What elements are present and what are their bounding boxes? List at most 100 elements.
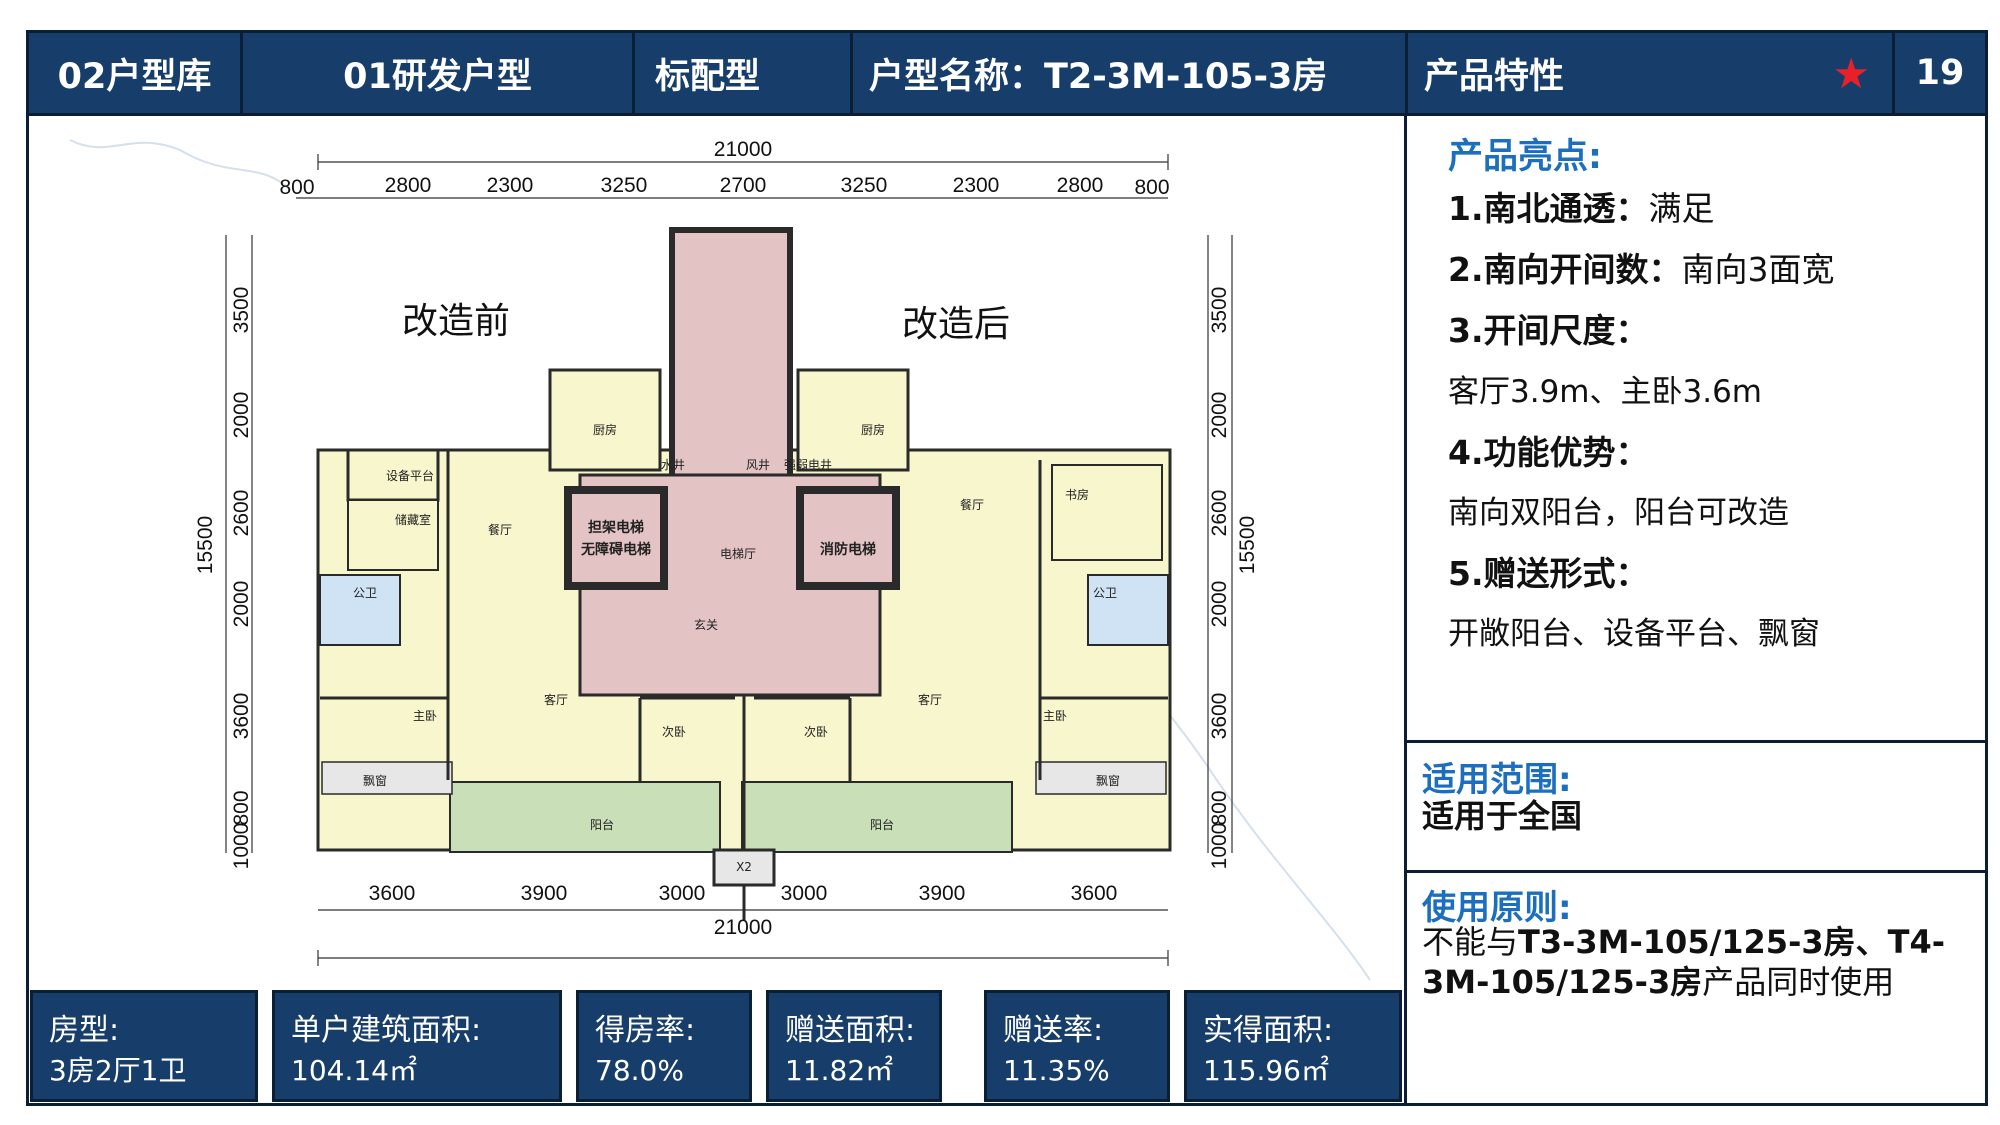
highlight-key: 3.开间尺度： [1448,311,1649,350]
highlight-4-value: 南向双阳台，阳台可改造 [1448,495,1789,531]
stat-value: 3房2厅1卫 [49,1054,187,1087]
principle-pre: 不能与 [1422,923,1519,961]
stat-actual-area: 实得面积: 115.96㎡ [1184,990,1402,1102]
dim-bottom: 3000 [658,882,706,905]
room-study: 书房 [1064,488,1090,502]
stat-value: 104.14㎡ [291,1054,417,1087]
star-icon: ★ [1832,48,1870,98]
room-kitchen: 厨房 [592,423,618,437]
room-second: 次卧 [661,725,687,739]
room-fire-lift: 消防电梯 [820,542,876,558]
caption-after: 改造后 [902,304,1011,345]
stat-value: 115.96㎡ [1203,1054,1329,1087]
room-equipment: 设备平台 [385,469,435,483]
room-master: 主卧 [1042,709,1068,723]
room-bay: 飘窗 [362,774,388,788]
dim-bottom-total: 21000 [713,916,773,939]
dim-right: 1000 [1208,822,1231,870]
stat-bonus-area: 赠送面积: 11.82㎡ [766,990,942,1102]
stat-label: 实得面积: [1203,1013,1334,1048]
room-lobby: 电梯厅 [719,547,757,561]
highlight-4: 4.功能优势： [1448,426,1649,474]
dim-right: 2000 [1208,580,1231,628]
scope-title: 适用范围: [1422,760,1572,800]
divider-principle [1407,870,1988,873]
room-x2: X2 [736,860,752,874]
header-library: 02户型库 [29,33,243,113]
side-dimensions [225,235,1233,853]
floor-plan-drawing [69,139,1371,981]
dim-top: 2800 [1056,174,1104,197]
highlight-5-value: 开敞阳台、设备平台、飘窗 [1448,616,1820,652]
header-features: 产品特性 ★ [1408,33,1895,113]
highlight-3: 3.开间尺度： [1448,304,1649,352]
room-water-shaft: 水井 [660,458,686,472]
highlight-5: 5.赠送形式： [1448,547,1649,595]
stat-floor-area: 单户建筑面积: 104.14㎡ [272,990,562,1102]
dim-right: 3500 [1208,286,1231,334]
principle-bold: T3-3M-105/125-3房、T4-3M-105/125-3房 [1422,923,1945,1001]
room-kitchen: 厨房 [860,423,886,437]
highlight-key: 2.南向开间数： [1448,250,1682,289]
room-bath: 公卫 [1092,586,1118,600]
room-balcony: 阳台 [869,818,895,832]
highlight-2: 2.南向开间数：南向3面宽 [1448,243,1835,291]
highlight-key: 5.赠送形式： [1448,554,1649,593]
room-wind-shaft: 风井 [745,458,771,472]
room-dining: 餐厅 [959,498,985,512]
dim-bottom: 3600 [1070,882,1118,905]
stat-label: 单户建筑面积: [291,1013,482,1048]
stat-room-type: 房型: 3房2厅1卫 [30,990,258,1102]
dim-left: 1000 [230,822,253,870]
floor-plan: 21000 800 2800 2300 3250 2700 3250 2300 … [30,120,1402,990]
dim-bottom: 3900 [918,882,966,905]
stat-value: 11.82㎡ [785,1054,894,1087]
principle-post: 产品同时使用 [1702,963,1895,1001]
dim-top: 3250 [840,174,888,197]
dim-left: 3500 [230,286,253,334]
room-dining: 餐厅 [487,523,513,537]
dim-bottom: 3600 [368,882,416,905]
room-living: 客厅 [917,693,943,707]
features-title: 产品特性 [1424,56,1565,97]
dim-right: 800 [1208,790,1231,826]
room-master: 主卧 [412,709,438,723]
caption-before: 改造前 [402,301,511,342]
dim-top: 2300 [952,174,1000,197]
top-dimensions [296,154,1169,199]
content-frame [26,116,1988,1106]
room-bay: 飘窗 [1095,774,1121,788]
room-balcony: 阳台 [589,818,615,832]
stat-efficiency: 得房率: 78.0% [576,990,752,1102]
room-foyer: 玄关 [693,618,719,632]
page-number: 19 [1915,53,1965,93]
room-barrier-free-lift: 无障碍电梯 [581,542,651,558]
dim-top: 2300 [486,174,534,197]
dim-right: 3600 [1208,692,1231,740]
highlight-value: 满足 [1648,189,1715,228]
dim-left: 800 [230,790,253,826]
dim-top: 800 [1134,176,1170,199]
highlights-title: 产品亮点: [1448,137,1602,177]
dim-right-total: 15500 [1236,515,1259,575]
highlight-3-value: 客厅3.9m、主卧3.6m [1448,374,1762,410]
header-unit-name: 户型名称：T2-3M-105-3房 [853,33,1408,113]
stat-label: 赠送率: [1003,1013,1104,1048]
dim-right: 2600 [1208,489,1231,537]
room-power-shaft: 强弱电井 [783,458,833,472]
divider-scope [1407,740,1988,743]
dim-top: 800 [279,176,315,199]
dim-bottom: 3000 [780,882,828,905]
plan-body [316,227,1172,920]
dim-left: 3600 [230,692,253,740]
scope-text: 适用于全国 [1422,797,1583,835]
dim-left: 2000 [230,580,253,628]
principle-text: 不能与T3-3M-105/125-3房、T4-3M-105/125-3房产品同时… [1422,922,1982,1002]
dim-left: 2000 [230,391,253,439]
dim-top: 2700 [719,174,767,197]
stat-label: 得房率: [595,1013,696,1048]
stat-value: 11.35% [1003,1054,1110,1087]
room-storage: 储藏室 [394,513,432,527]
dim-top: 3250 [600,174,648,197]
dim-top: 2800 [384,174,432,197]
